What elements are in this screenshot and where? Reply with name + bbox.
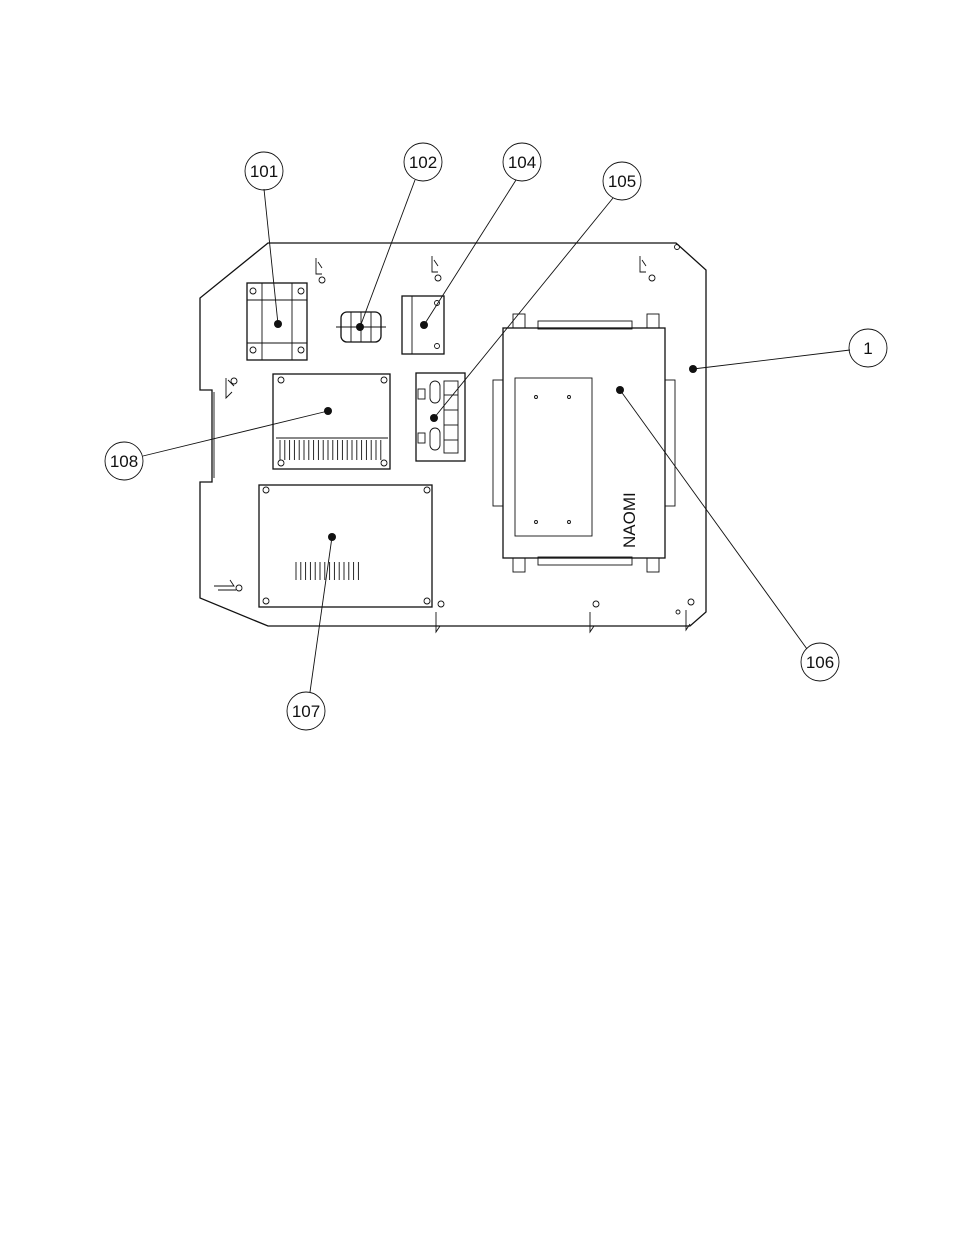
callout-105-label: 105 (608, 172, 636, 191)
part-104-unit (402, 296, 444, 354)
hook-left-2 (214, 580, 242, 591)
part-106-naomi-unit: NAOMI (493, 314, 675, 572)
part-101-unit (247, 283, 307, 360)
callout-108-label: 108 (110, 452, 138, 471)
callout-107-label: 107 (292, 702, 320, 721)
callout-108: 108 (105, 442, 143, 480)
callout-107: 107 (287, 692, 325, 730)
callout-106: 106 (801, 643, 839, 681)
callout-102-label: 102 (409, 153, 437, 172)
callout-106-label: 106 (806, 653, 834, 672)
hook-bottom-2 (590, 601, 599, 632)
mounting-hooks (214, 256, 694, 632)
leader-lines (143, 180, 850, 692)
hook-top-1 (316, 258, 325, 283)
callout-1: 1 (849, 329, 887, 367)
part-108-unit (273, 374, 390, 469)
callout-104-label: 104 (508, 153, 536, 172)
callout-101-label: 101 (250, 162, 278, 181)
hook-bottom-1 (436, 601, 444, 632)
hook-left-1 (226, 378, 237, 398)
naomi-label: NAOMI (620, 492, 639, 548)
hook-top-3 (640, 256, 655, 281)
part-107-unit (259, 485, 432, 607)
part-102-unit (336, 312, 386, 342)
callout-102: 102 (404, 143, 442, 181)
callout-1-label: 1 (863, 339, 872, 358)
part-105-unit (416, 373, 465, 461)
callout-101: 101 (245, 152, 283, 190)
callout-105: 105 (603, 162, 641, 200)
hook-top-2 (432, 256, 441, 281)
callout-104: 104 (503, 143, 541, 181)
